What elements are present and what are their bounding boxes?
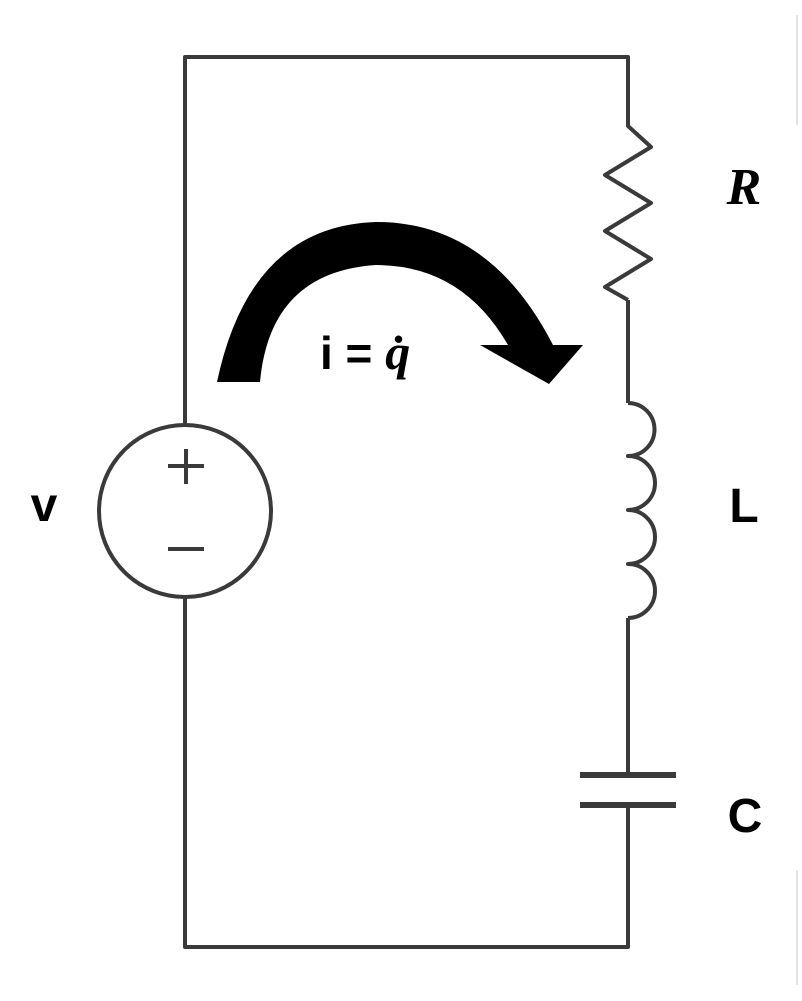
resistor-label: R [726,159,762,216]
wire-left-lower [183,597,630,949]
wire-left-upper [183,55,630,425]
voltage-source-symbol [97,423,273,599]
resistor-symbol [603,120,653,302]
capacitor-symbol [580,772,676,808]
inductor-symbol [626,401,657,620]
source-label: v [31,479,58,532]
voltage-source-circle [97,423,273,599]
current-arrow-icon [217,222,583,384]
capacitor-label: C [728,790,763,843]
circuit-wires [183,55,630,949]
current-label-variable: q̇ [385,324,410,380]
current-label-prefix: i = [320,327,385,379]
current-label: i = q̇ [320,324,410,380]
inductor-label: L [729,480,758,533]
